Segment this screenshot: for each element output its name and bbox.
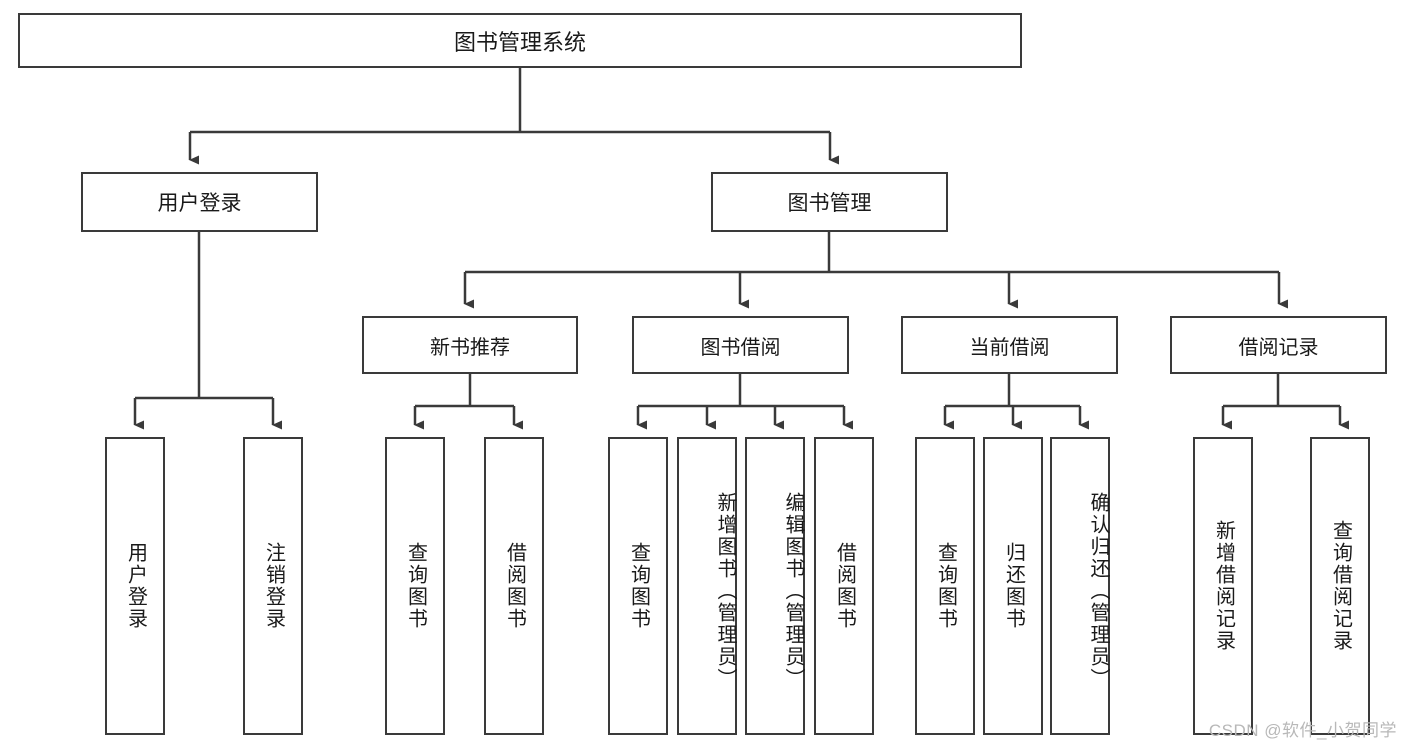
node-label: 归还图书 [1002,542,1025,630]
node-label: 编辑图书（管理员） [782,492,804,690]
node-label: 确认归还（管理员） [1087,492,1109,690]
node-borrow-record[interactable]: 借阅记录 [1170,316,1387,374]
node-label: 图书管理系统 [453,29,586,55]
leaf-book-borrow-add-book-admin[interactable]: 新增图书（管理员） [677,437,737,735]
node-label: 查询图书 [934,542,957,630]
node-root-book-management-system[interactable]: 图书管理系统 [18,13,1022,68]
leaf-borrow-record-add-record[interactable]: 新增借阅记录 [1193,437,1253,735]
node-label: 查询借阅记录 [1329,520,1352,652]
node-label: 新书推荐 [430,336,510,359]
node-label: 图书管理 [787,192,872,215]
node-label: 新增借阅记录 [1212,520,1235,652]
node-current-borrow[interactable]: 当前借阅 [901,316,1118,374]
node-book-management[interactable]: 图书管理 [711,172,948,232]
node-label: 当前借阅 [969,336,1050,359]
node-label: 用户登录 [157,192,242,215]
node-label: 借阅图书 [503,542,526,630]
node-label: 新增图书（管理员） [714,492,736,690]
node-book-borrow[interactable]: 图书借阅 [632,316,849,374]
node-label: 用户登录 [124,542,147,630]
leaf-new-book-borrow-book[interactable]: 借阅图书 [484,437,544,735]
leaf-borrow-record-query-record[interactable]: 查询借阅记录 [1310,437,1370,735]
leaf-book-borrow-borrow-book[interactable]: 借阅图书 [814,437,874,735]
leaf-current-borrow-query-book[interactable]: 查询图书 [915,437,975,735]
leaf-book-borrow-query-book[interactable]: 查询图书 [608,437,668,735]
node-label: 注销登录 [262,542,285,630]
node-new-book-recommend[interactable]: 新书推荐 [362,316,578,374]
node-label: 借阅记录 [1238,336,1319,359]
node-label: 查询图书 [404,542,427,630]
leaf-user-login-signin[interactable]: 用户登录 [105,437,165,735]
node-label: 借阅图书 [833,542,856,630]
leaf-current-borrow-confirm-return-admin[interactable]: 确认归还（管理员） [1050,437,1110,735]
leaf-new-book-query-book[interactable]: 查询图书 [385,437,445,735]
node-label: 图书借阅 [700,336,781,359]
node-user-login[interactable]: 用户登录 [81,172,318,232]
node-label: 查询图书 [627,542,650,630]
leaf-user-login-signout[interactable]: 注销登录 [243,437,303,735]
leaf-book-borrow-edit-book-admin[interactable]: 编辑图书（管理员） [745,437,805,735]
csdn-watermark: CSDN @软件_小贺同学 [1208,721,1397,740]
leaf-current-borrow-return-book[interactable]: 归还图书 [983,437,1043,735]
